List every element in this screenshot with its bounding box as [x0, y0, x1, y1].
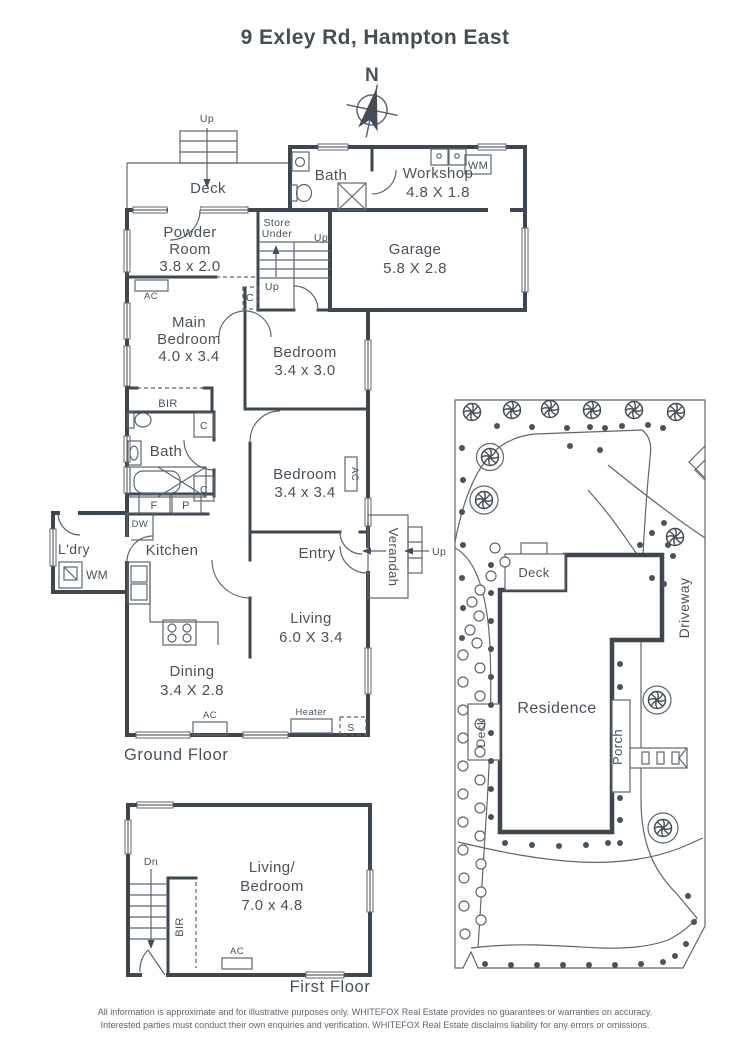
disclaimer-line-2: Interested parties must conduct their ow…: [100, 1020, 650, 1030]
doors: [57, 169, 397, 599]
label-store-2: Under: [262, 228, 293, 240]
label-bir: BIR: [158, 398, 178, 410]
label-main-bed-1: Main: [172, 314, 206, 331]
label-powder-1: Powder: [163, 224, 216, 241]
first-floor-caption: First Floor: [290, 978, 371, 996]
label-c-hall: C: [246, 292, 254, 304]
label-dining-dims: 3.4 X 2.8: [160, 682, 224, 699]
label-garage: Garage: [389, 241, 441, 258]
label-entry: Entry: [298, 545, 335, 562]
label-wm-workshop: WM: [468, 160, 488, 172]
label-garage-dims: 5.8 X 2.8: [383, 260, 447, 277]
label-powder-dims: 3.8 x 2.0: [159, 258, 220, 275]
label-main-bed-2: Bedroom: [157, 331, 221, 348]
label-bedroom2-dims: 3.4 x 3.4: [274, 484, 335, 501]
disclaimer-line-1: All information is approximate and for i…: [97, 1007, 653, 1017]
page-title: 9 Exley Rd, Hampton East: [240, 26, 510, 49]
fixtures: [58, 148, 492, 736]
label-up-stairs: Up: [314, 232, 328, 244]
label-kitchen: Kitchen: [146, 542, 199, 559]
label-f: F: [150, 500, 157, 512]
label-s: S: [347, 722, 354, 734]
first-floor-plan: Dn BIR Living/ Bedroom 7.0 x 4.8 AC Firs…: [124, 801, 374, 996]
label-dining: Dining: [170, 663, 215, 680]
label-dw: DW: [132, 519, 149, 530]
compass-north-label: N: [365, 65, 379, 86]
label-up-deck: Up: [200, 113, 214, 125]
label-main-bed-dims: 4.0 x 3.4: [158, 348, 219, 365]
label-bath: Bath: [150, 443, 182, 460]
label-bir-first: BIR: [174, 917, 186, 937]
label-deck: Deck: [190, 180, 226, 197]
compass: N: [346, 65, 398, 138]
label-p: P: [182, 500, 190, 512]
shrub-dots: [457, 422, 697, 968]
label-living: Living: [290, 610, 332, 627]
label-porch: Porch: [610, 729, 625, 765]
site-plan: Deck Residence Porch Driveway Deck: [454, 399, 706, 969]
label-site-deck-side: Deck: [474, 718, 488, 748]
tree-icons: [462, 399, 686, 844]
label-living-dims: 6.0 X 3.4: [279, 629, 343, 646]
label-ac-powder: AC: [144, 291, 158, 302]
label-bedroom2: Bedroom: [273, 466, 337, 483]
label-driveway: Driveway: [676, 578, 692, 639]
label-ac-bottom: AC: [203, 710, 217, 721]
ground-floor-caption: Ground Floor: [124, 746, 228, 764]
label-ac-first: AC: [230, 946, 244, 957]
label-c2: C: [200, 484, 208, 496]
label-wm-laundry: WM: [86, 568, 108, 582]
label-powder-2: Room: [169, 241, 211, 258]
label-first-room-2: Bedroom: [240, 878, 304, 895]
label-bedroom1: Bedroom: [273, 344, 337, 361]
windows: [49, 143, 529, 739]
label-bedroom1-dims: 3.4 x 3.0: [274, 362, 335, 379]
label-ac-bedroom2: AC: [349, 467, 360, 481]
label-bath-top: Bath: [315, 167, 347, 184]
label-first-room-1: Living/: [249, 859, 296, 876]
label-heater: Heater: [296, 707, 327, 718]
label-laundry: L'dry: [58, 541, 90, 557]
label-residence: Residence: [517, 700, 596, 717]
ground-floor-plan: Deck Up Bath Workshop 4.8 X 1.8 WM Garag…: [49, 113, 529, 764]
label-site-deck-top: Deck: [518, 565, 549, 580]
disclaimer: All information is approximate and for i…: [0, 1006, 750, 1032]
label-up-lower: Up: [265, 281, 279, 293]
label-c1: C: [200, 420, 208, 432]
label-dn: Dn: [144, 856, 158, 868]
compass-needle-icon: [358, 87, 378, 132]
label-verandah: Verandah: [386, 528, 401, 587]
label-up-verandah: Up: [432, 546, 446, 558]
label-first-room-dims: 7.0 x 4.8: [241, 897, 302, 914]
label-store-1: Store: [263, 217, 290, 229]
label-workshop: Workshop: [403, 165, 473, 182]
label-workshop-dims: 4.8 X 1.8: [406, 184, 470, 201]
